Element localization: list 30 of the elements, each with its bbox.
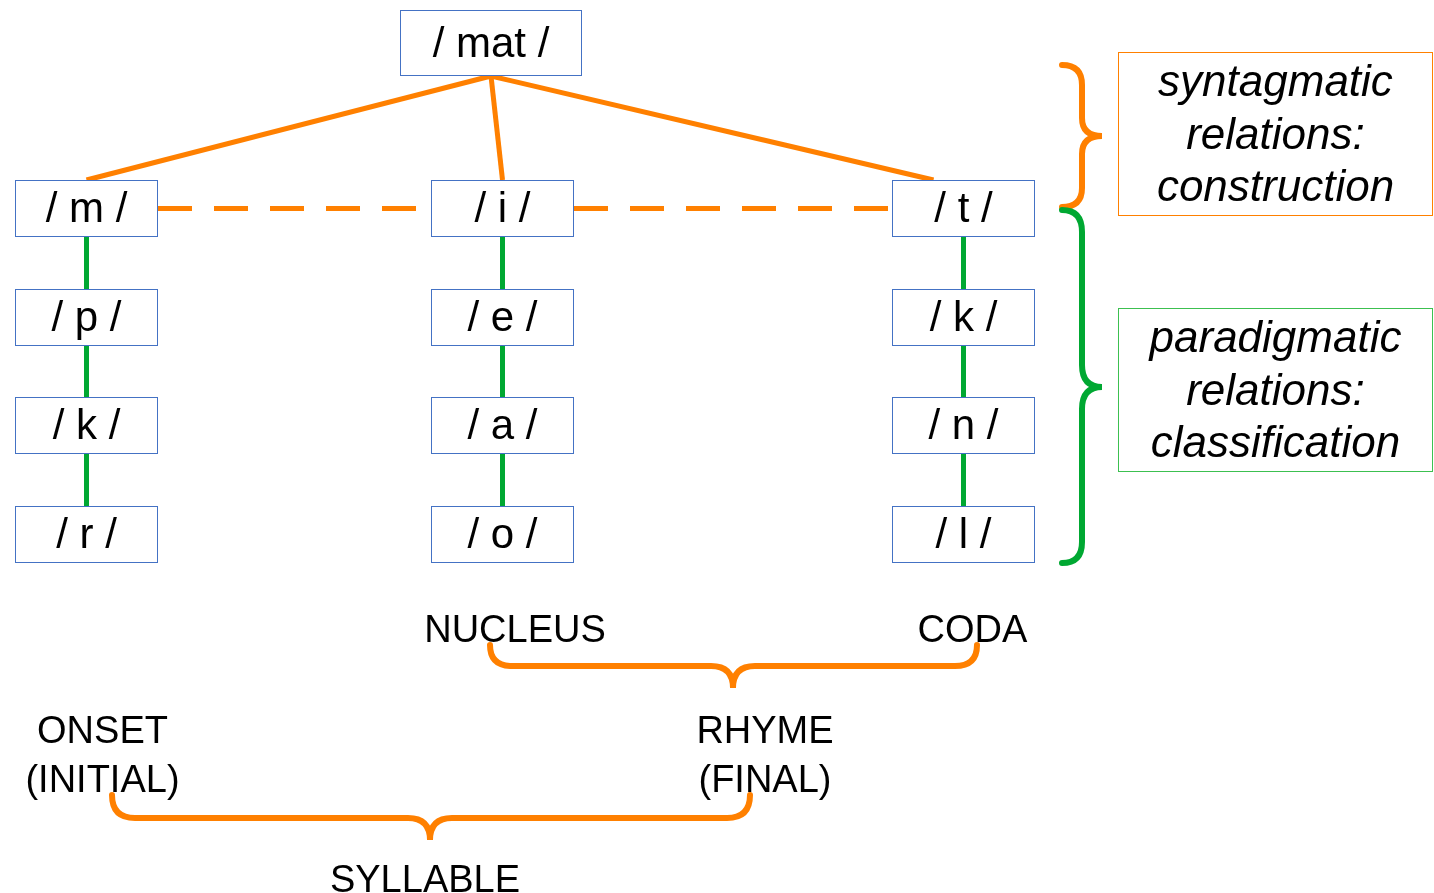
- connector-line: [961, 454, 966, 506]
- connector-line: [961, 237, 966, 289]
- phoneme-box: / e /: [431, 289, 574, 346]
- text-label: SYLLABLE: [328, 857, 522, 893]
- phoneme-box: / t /: [892, 180, 1035, 237]
- connector-line: [488, 75, 505, 181]
- phoneme-box: / a /: [431, 397, 574, 454]
- phoneme-box: / n /: [892, 397, 1035, 454]
- connector-line: [500, 237, 505, 289]
- connector-line: [84, 346, 89, 397]
- phoneme-box: / mat /: [400, 10, 582, 76]
- phoneme-box: / k /: [15, 397, 158, 454]
- connector-line: [84, 454, 89, 506]
- text-label: RHYME (FINAL): [695, 708, 835, 803]
- phoneme-box: / k /: [892, 289, 1035, 346]
- text-label: ONSET (INITIAL): [24, 708, 181, 803]
- connector-line: [500, 454, 505, 506]
- phoneme-box: / r /: [15, 506, 158, 563]
- text-label: CODA: [916, 607, 1029, 652]
- phoneme-box: / i /: [431, 180, 574, 237]
- note-box: syntagmatic relations: construction: [1118, 52, 1433, 216]
- connector-line: [84, 237, 89, 289]
- phoneme-box: / o /: [431, 506, 574, 563]
- phoneme-box: / m /: [15, 180, 158, 237]
- note-box: paradigmatic relations: classification: [1118, 308, 1433, 472]
- connector-line: [961, 346, 966, 397]
- connector-line: [500, 346, 505, 397]
- phoneme-box: / p /: [15, 289, 158, 346]
- phoneme-box: / l /: [892, 506, 1035, 563]
- text-label: NUCLEUS: [423, 607, 607, 652]
